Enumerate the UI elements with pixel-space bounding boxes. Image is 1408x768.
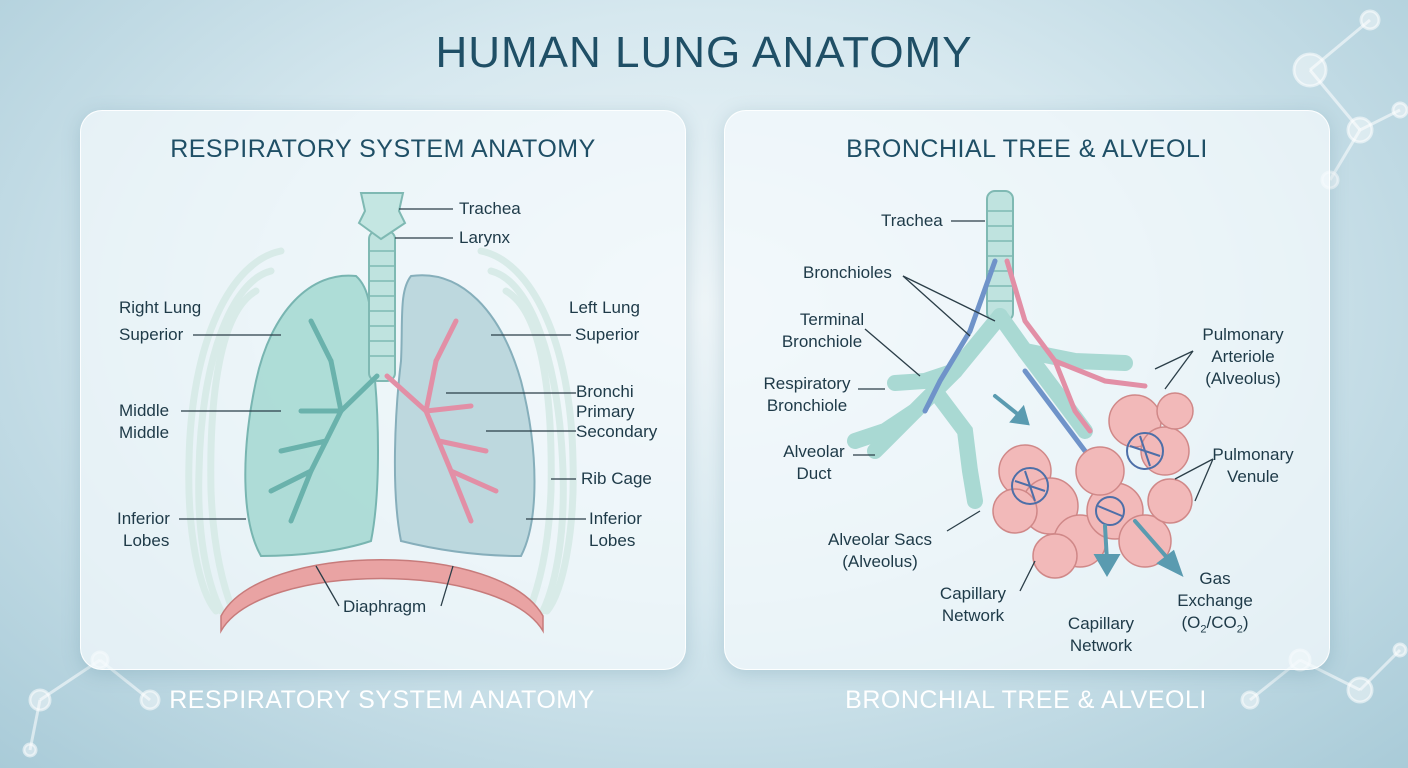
label-rib-cage: Rib Cage bbox=[581, 469, 652, 488]
right-lung-shape bbox=[244, 274, 379, 558]
label-secondary: Secondary bbox=[576, 422, 658, 441]
diaphragm bbox=[220, 559, 544, 634]
label-pulmonary-venule-1: Pulmonary bbox=[1212, 445, 1294, 464]
label-right-superior: Superior bbox=[119, 325, 184, 344]
label-bronchioles: Bronchioles bbox=[803, 263, 892, 282]
label-capillary-a-2: Network bbox=[941, 606, 1005, 625]
capillary-nets bbox=[1011, 432, 1164, 526]
label-alveolar-sacs-1: Alveolar Sacs bbox=[828, 530, 932, 549]
lung-illustration bbox=[179, 192, 586, 634]
label-alveolar-sacs-2: (Alveolus) bbox=[842, 552, 918, 571]
right-bronchial-tree bbox=[268, 318, 380, 524]
label-pulmonary-arteriole-3: (Alveolus) bbox=[1205, 369, 1281, 388]
label-primary: Primary bbox=[576, 402, 635, 421]
label-alveolar-duct-1: Alveolar bbox=[783, 442, 845, 461]
label-middle-1: Middle bbox=[119, 401, 170, 420]
left-bronchial-tree bbox=[384, 318, 499, 524]
caption-respiratory-system: RESPIRATORY SYSTEM ANATOMY bbox=[169, 686, 595, 714]
label-respiratory-1: Respiratory bbox=[763, 374, 851, 393]
trachea-shape bbox=[368, 230, 396, 382]
label-capillary-b-1: Capillary bbox=[1067, 614, 1135, 633]
label-pulmonary-arteriole-2: Arteriole bbox=[1211, 347, 1275, 366]
label-inferior-left: Inferior bbox=[589, 509, 642, 528]
label-trachea: Trachea bbox=[459, 199, 521, 218]
label-gas-exchange-1: Gas bbox=[1199, 569, 1231, 588]
label-pulmonary-arteriole-1: Pulmonary bbox=[1202, 325, 1284, 344]
flow-arrows bbox=[993, 394, 1184, 577]
larynx-shape bbox=[357, 192, 407, 241]
respiratory-system-panel: RESPIRATORY SYSTEM ANATOMY bbox=[80, 110, 686, 670]
label-inferior-right: Inferior bbox=[117, 509, 170, 528]
left-lung-shape bbox=[393, 274, 536, 558]
bronchial-tree-panel: BRONCHIAL TREE & ALVEOLI bbox=[724, 110, 1330, 670]
label-lobes-right: Lobes bbox=[123, 531, 170, 550]
label-terminal-1: Terminal bbox=[799, 310, 865, 329]
alveoli-clusters bbox=[992, 392, 1194, 579]
label-larynx: Larynx bbox=[459, 228, 511, 247]
rib-cage bbox=[185, 247, 577, 615]
caption-bronchial-tree: BRONCHIAL TREE & ALVEOLI bbox=[845, 686, 1207, 714]
label-gas-exchange-2: Exchange bbox=[1177, 591, 1253, 610]
main-title: HUMAN LUNG ANATOMY bbox=[435, 28, 973, 77]
label-middle-2: Middle bbox=[119, 423, 170, 442]
label-pulmonary-venule-2: Venule bbox=[1227, 467, 1279, 486]
label-right-lung: Right Lung bbox=[119, 298, 202, 317]
label-trachea: Trachea bbox=[881, 211, 943, 230]
label-alveolar-duct-2: Duct bbox=[796, 464, 832, 483]
label-respiratory-2: Bronchiole bbox=[766, 396, 848, 415]
label-gas-exchange-3: (O2/CO2) bbox=[1181, 613, 1249, 636]
label-left-lung: Left Lung bbox=[569, 298, 640, 317]
label-terminal-2: Bronchiole bbox=[781, 332, 863, 351]
red-vessels bbox=[1004, 258, 1148, 434]
label-lobes-left: Lobes bbox=[589, 531, 636, 550]
label-left-superior: Superior bbox=[575, 325, 640, 344]
label-bronchi: Bronchi bbox=[576, 382, 634, 401]
bronchial-tree-illustration bbox=[847, 190, 1214, 592]
label-capillary-a-1: Capillary bbox=[939, 584, 1007, 603]
label-diaphragm: Diaphragm bbox=[343, 597, 427, 616]
panel-title: BRONCHIAL TREE & ALVEOLI bbox=[846, 135, 1208, 163]
panel-title: RESPIRATORY SYSTEM ANATOMY bbox=[170, 135, 596, 163]
label-capillary-b-2: Network bbox=[1069, 636, 1133, 655]
